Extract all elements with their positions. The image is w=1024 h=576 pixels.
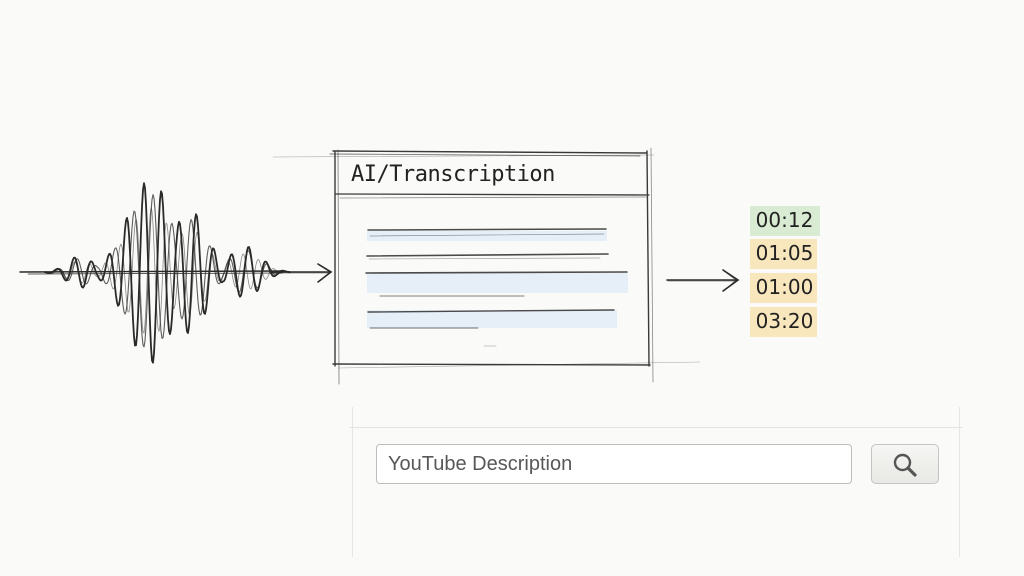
arrow-to-timestamps-icon	[666, 269, 740, 292]
transcription-box	[272, 147, 701, 385]
timestamp-label: 01:05	[755, 241, 814, 265]
magnifier-icon	[893, 453, 917, 477]
arrow-to-transcription-icon	[269, 263, 333, 283]
transcript-line-highlight	[367, 310, 617, 328]
transcript-line-highlight	[367, 273, 628, 293]
timestamp-label: 03:20	[755, 309, 814, 333]
search-panel-divider	[350, 427, 962, 428]
transcription-title: AI/Transcription	[351, 162, 555, 187]
waveform-trace	[44, 182, 291, 364]
waveform-trace	[44, 194, 291, 348]
audio-waveform-icon	[19, 182, 291, 364]
search-button[interactable]	[871, 444, 939, 484]
search-panel	[352, 407, 960, 557]
waveform-baseline	[19, 270, 286, 273]
timestamp-highlight	[750, 206, 820, 236]
waveform-trace	[44, 207, 291, 334]
timestamp-highlight	[750, 239, 817, 269]
timestamp-label: 01:00	[755, 275, 814, 299]
timestamp-highlights	[750, 206, 820, 337]
search-input[interactable]	[376, 444, 852, 484]
timestamp-highlight	[750, 273, 817, 303]
transcript-lines	[365, 228, 628, 347]
timestamp-highlight	[750, 307, 817, 337]
timestamp-label: 00:12	[755, 208, 814, 232]
transcript-line-highlight	[367, 231, 607, 241]
